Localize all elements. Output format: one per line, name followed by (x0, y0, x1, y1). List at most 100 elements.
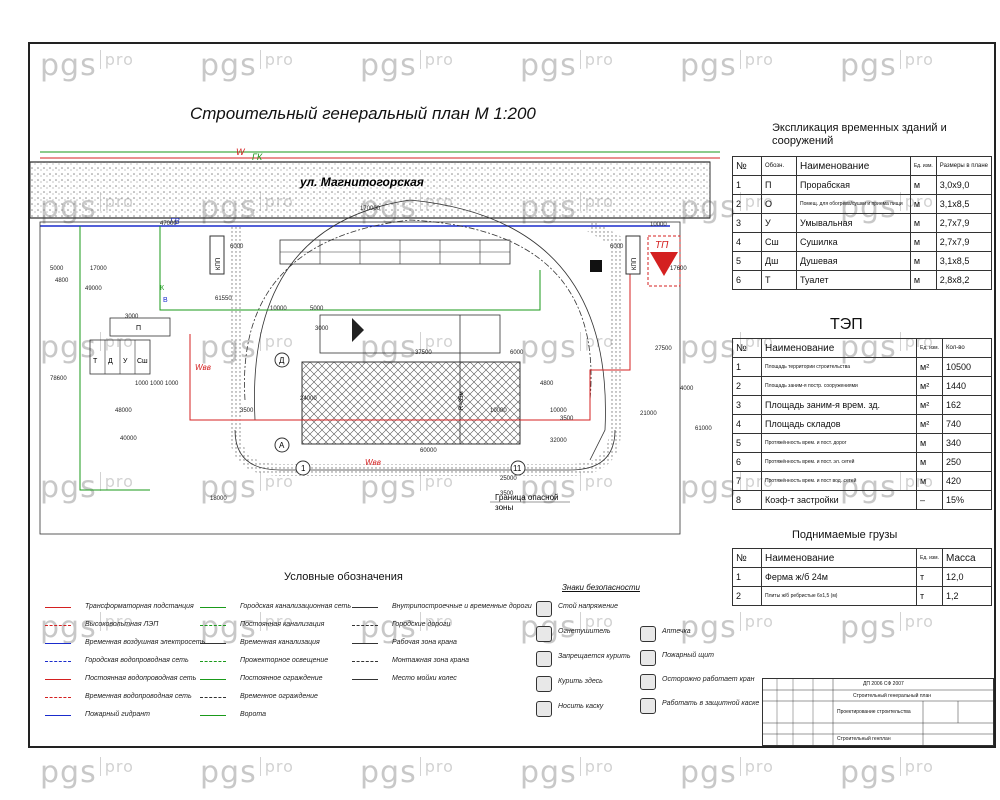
explication-cell: 3,1х8,5 (935, 251, 993, 271)
safety-sign-label: Огнетушитель (558, 628, 611, 635)
tep-cell: 420 (942, 471, 992, 491)
tep-cell: 1 (732, 357, 762, 377)
legend-symbol (200, 679, 226, 680)
safety-sign-icon (640, 626, 656, 642)
explication-cell: м (909, 213, 937, 233)
dimension-label: 24000 (300, 396, 317, 402)
dimension-label: 10000 (490, 408, 507, 414)
kpp-right (625, 235, 641, 275)
exp-h-no: № (732, 156, 762, 176)
danger-zone-label-2: зоны (495, 503, 513, 512)
explication-cell: 3,1х8,5 (935, 194, 993, 214)
explication-cell: м (909, 270, 937, 290)
explication-cell: Дш (761, 251, 797, 271)
dimension-label: 6000 (510, 350, 524, 356)
bldg-sh: Сш (137, 358, 148, 365)
radius-label: R=35м (459, 391, 465, 410)
legend-item: Внутрипостроечные и временные дороги (392, 603, 532, 610)
tep-cell: м² (916, 414, 943, 434)
tep-cell: 8 (732, 490, 762, 510)
explication-cell: м (909, 251, 937, 271)
explication-cell: Прорабская (796, 175, 911, 195)
axis-11-marker (510, 460, 526, 476)
cargo-h-no: № (732, 548, 762, 568)
tep-cell: 15% (942, 490, 992, 510)
safety-sign-label: Работать в защитной каске (662, 700, 760, 707)
tep-cell: 10500 (942, 357, 992, 377)
bldg-u: У (123, 358, 128, 365)
legend-item: Ворота (240, 711, 266, 718)
dimension-label: 21000 (640, 411, 657, 417)
legend-item: Постоянное ограждение (240, 675, 323, 682)
safety-sign-label: Аптечка (662, 628, 691, 635)
explication-cell: 2,7х7,9 (935, 213, 993, 233)
cargo-cell: т (916, 586, 943, 606)
dimension-label: 170000 (360, 206, 381, 212)
explication-cell: м (909, 175, 937, 195)
tep-cell: 5 (732, 433, 762, 453)
legend-item: Временная воздушная электросеть (85, 639, 206, 646)
site-fence (39, 221, 681, 535)
stamp-line: Строительный генеральный план (853, 693, 931, 699)
legend-item: Монтажная зона крана (392, 657, 470, 664)
w-vr-label: Wвв (195, 363, 211, 372)
dimension-label: 3500 (560, 416, 574, 422)
explication-title: Экспликация временных зданий и сооружени… (772, 122, 947, 147)
tep-h-qty: Кол-во (942, 338, 992, 358)
explication-cell: Сш (761, 232, 797, 252)
safety-sign-label: Курить здесь (558, 678, 603, 685)
legend-symbol (352, 607, 378, 608)
street-name: ул. Магнитогорская (299, 175, 424, 189)
tep-cell: м² (916, 395, 943, 415)
crane-icon (352, 318, 364, 342)
dimension-label: 61550 (215, 296, 232, 302)
explication-cell: Душевая (796, 251, 911, 271)
plan-title: Строительный генеральный план М 1:200 (190, 104, 536, 123)
w-label: W (236, 147, 246, 157)
safety-sign-label: Осторожно работает кран (662, 676, 755, 683)
title-block-grid (763, 679, 993, 745)
tep-cell: м (916, 471, 943, 491)
explication-cell: 1 (732, 175, 762, 195)
tep-h-name: Наименование (760, 338, 918, 358)
legend-item: Постоянная водопроводная сеть (85, 675, 197, 682)
legend-symbol (200, 697, 226, 698)
cargo-h-name: Наименование (760, 548, 918, 568)
explication-cell: Т (761, 270, 797, 290)
tep-header: № Наименование Ед. изм. Кол-во (732, 338, 992, 358)
crane-rail (319, 314, 501, 354)
tep-h-unit: Ед. изм. (916, 338, 943, 358)
dimension-label: 4800 (540, 381, 554, 387)
dimension-label: 10000 (550, 408, 567, 414)
dimension-label: 3500 (240, 408, 254, 414)
legend-symbol (45, 715, 71, 716)
tep-cell: – (916, 490, 943, 510)
tep-cell: 1440 (942, 376, 992, 396)
dimension-label: 32000 (550, 438, 567, 444)
dimension-label: 1000 (165, 381, 179, 387)
legend-symbol (352, 661, 378, 662)
kpp-left (209, 235, 225, 275)
safety-sign-label: Носить каску (558, 703, 604, 710)
explication-cell: О (761, 194, 797, 214)
legend-item: Городские дороги (392, 621, 451, 628)
cargo-h-mass: Масса (942, 548, 992, 568)
w-vr-label-2: Wвв (365, 458, 381, 467)
safety-sign-icon (536, 676, 552, 692)
legend-item: Временная водопроводная сеть (85, 693, 192, 700)
